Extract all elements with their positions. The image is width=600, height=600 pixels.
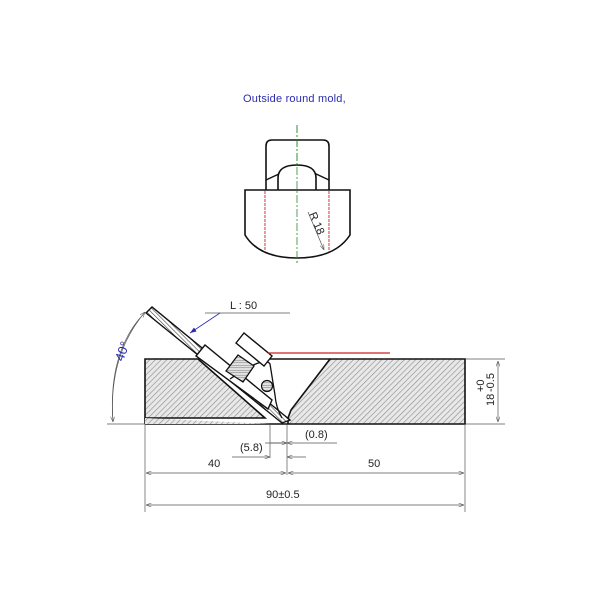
pin [260,379,274,393]
left-length-label: 40 [208,458,220,470]
drawing-title: Outside round mold, [243,93,346,105]
base-block-left [144,358,268,419]
offset-mid-label: (5.8) [240,442,263,454]
screw-head [235,332,273,367]
height-tol-upper: +0 [475,379,487,392]
top-view: R 18 [244,125,351,265]
total-length-label: 90±0.5 [266,489,300,501]
base-block-right [287,358,466,425]
height-tol-lower: -0.5 [485,373,497,392]
height-label: 18 [485,394,497,406]
angle-label: 40° [112,339,133,363]
offset-small-label: (0.8) [305,429,328,441]
screw [225,354,255,383]
dimensions: (0.8) (5.8) 40 50 90±0.5 [144,424,466,512]
blade-length-label: L : 50 [230,300,257,312]
right-length-label: 50 [368,458,380,470]
side-view: L : 50 40° 18 +0 -0.5 [107,300,505,425]
